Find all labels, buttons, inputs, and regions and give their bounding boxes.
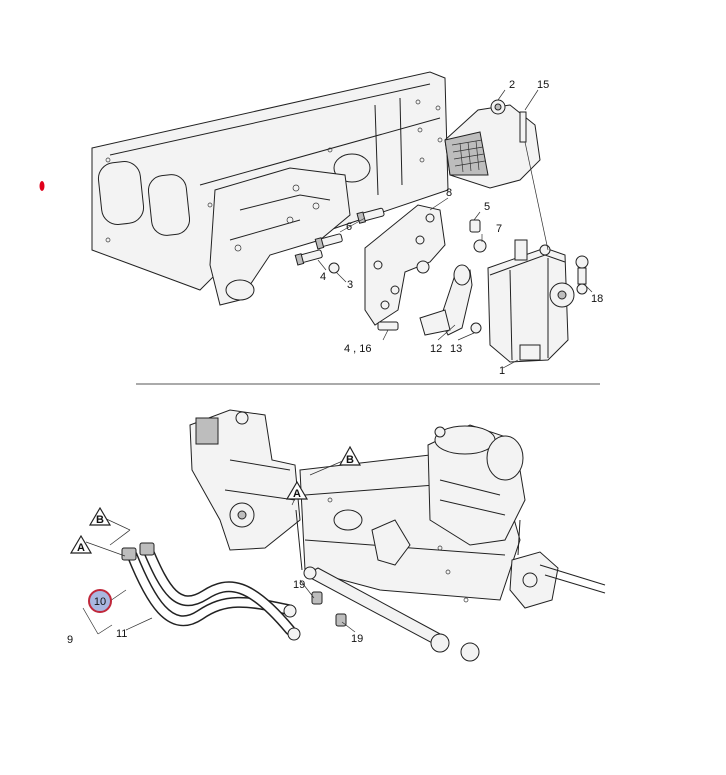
ball-fitting <box>575 255 589 295</box>
mounting-plate <box>364 204 446 326</box>
marker-triangle-a-top: A <box>285 480 309 500</box>
callout-10-highlight[interactable]: 10 <box>88 589 112 613</box>
drag-link <box>295 509 480 662</box>
callout-19-upper: 19 <box>293 579 305 591</box>
upper-view: 2 15 8 5 7 6 4 3 4 , 16 12 13 1 18 <box>91 71 603 377</box>
marker-triangle-a-left: A <box>69 534 93 554</box>
callout-12: 12 <box>430 343 442 355</box>
servo-unit <box>444 99 541 189</box>
reservoir-tank <box>427 424 526 546</box>
callout-4: 4 <box>320 271 326 283</box>
bolts-upper <box>294 207 487 331</box>
steering-gear-lower <box>189 409 301 551</box>
marker-triangle-b-top: B <box>338 445 362 466</box>
callout-2: 2 <box>509 79 515 91</box>
callout-19-lower: 19 <box>351 633 363 645</box>
hose-11 <box>121 542 347 641</box>
callout-15: 15 <box>537 79 549 91</box>
svg-text:B: B <box>346 454 354 466</box>
svg-text:B: B <box>96 514 104 526</box>
callout-7: 7 <box>496 223 502 235</box>
marker-triangle-b-left: B <box>88 506 112 526</box>
callout-8: 8 <box>446 187 452 199</box>
callout-10: 10 <box>94 596 106 608</box>
relay-valve <box>509 519 606 609</box>
callout-13: 13 <box>450 343 462 355</box>
callout-6: 6 <box>346 221 352 233</box>
svg-text:A: A <box>293 488 301 500</box>
steering-gear <box>487 239 575 363</box>
svg-text:A: A <box>77 542 85 554</box>
lower-view: 10 B A B A 9 11 19 19 <box>67 409 606 662</box>
leader-lines-lower <box>82 459 356 635</box>
callout-3: 3 <box>347 279 353 291</box>
callout-4-16: 4 , 16 <box>344 343 372 355</box>
red-marker <box>39 181 45 191</box>
callout-1: 1 <box>499 365 505 377</box>
callout-9: 9 <box>67 634 73 646</box>
pitman-arm <box>419 264 482 336</box>
cross-member-bracket <box>209 167 351 306</box>
leader-lines-upper <box>317 89 593 369</box>
callout-5: 5 <box>484 201 490 213</box>
callout-18: 18 <box>591 293 603 305</box>
callout-11: 11 <box>116 628 127 640</box>
